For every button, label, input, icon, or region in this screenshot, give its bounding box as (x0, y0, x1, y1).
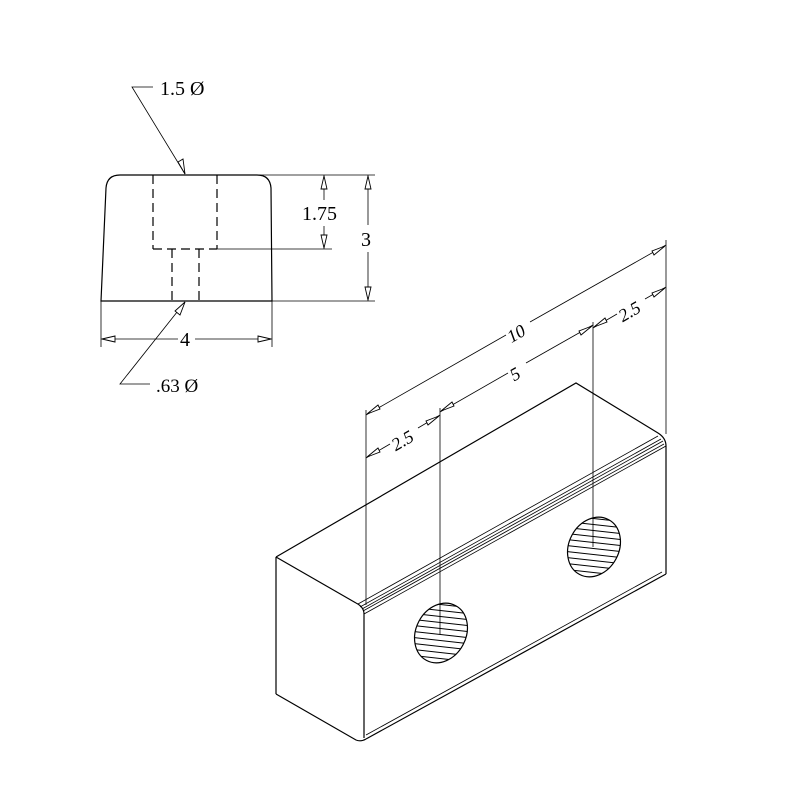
dim-10-line-b (529, 244, 667, 323)
leader-063-arrow (174, 301, 186, 316)
dim-25-left-arrow-a (366, 447, 381, 458)
dim-10-line-a (365, 334, 507, 416)
dim-3-label: 3 (361, 229, 371, 251)
leader-1-5-arrow (177, 158, 186, 175)
hole-right-outline (566, 516, 622, 578)
side-view: 1.75 3 4 1.5 Ø .63 Ø (100, 78, 375, 397)
isometric-view: 10 5 2.5 2.5 (275, 240, 667, 742)
dim-10-label: 10 (503, 320, 529, 346)
dim-25-right-arrow-b (651, 287, 666, 298)
leader-063-dia (119, 301, 186, 385)
dim-10-arrow-right (651, 245, 666, 256)
dim-5-label: 5 (506, 363, 524, 385)
dim-3-arrow-up (364, 175, 372, 190)
dim-175-arrow-down (320, 234, 328, 249)
callout-1-5-dia: 1.5 Ø (160, 78, 204, 100)
dim-25-right-arrow-a (593, 317, 608, 328)
hole-left (404, 593, 478, 671)
iso-top-face (275, 382, 667, 558)
hole-left-outline (413, 602, 469, 664)
dim-175-label: 1.75 (302, 203, 337, 225)
callout-063-dia: .63 Ø (156, 376, 198, 397)
dim-10-arrow-left (366, 404, 381, 415)
dim-5-arrow-left (440, 401, 455, 412)
iso-front-bottom-edge (365, 573, 667, 740)
dim-25-left-label: 2.5 (388, 426, 417, 455)
iso-fillet-lines (357, 435, 667, 615)
hole-right (557, 507, 631, 585)
iso-front-top-corner (355, 602, 365, 615)
dim-175-arrow-up (320, 175, 328, 190)
dim-4-arrow-right (257, 335, 272, 343)
dim-25-left-arrow-b (425, 415, 440, 426)
dim-25-right-label: 2.5 (615, 297, 644, 326)
leader-1-5-dia (131, 86, 186, 175)
iso-left-bottom-edge (275, 693, 367, 742)
dim-3-arrow-down (364, 286, 372, 301)
dim-4-label: 4 (180, 329, 190, 351)
dim-4-arrow-left (101, 335, 116, 343)
iso-top-front-edge (275, 556, 357, 604)
iso-front-bottom-edge-2 (365, 571, 663, 736)
dim-5-arrow-right (578, 325, 593, 336)
side-view-outline (100, 174, 273, 302)
